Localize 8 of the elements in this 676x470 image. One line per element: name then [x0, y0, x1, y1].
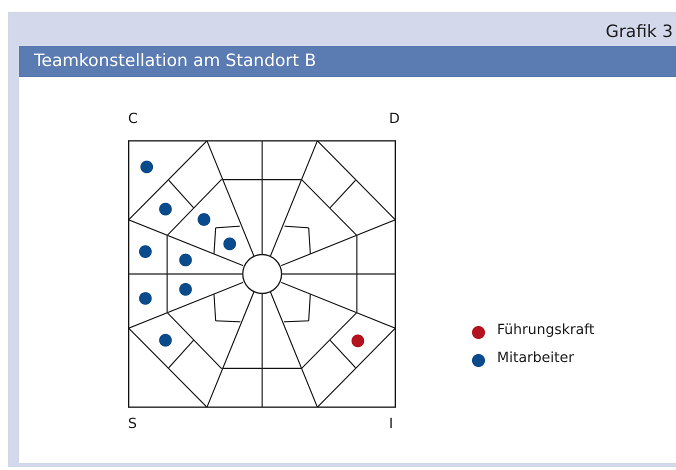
title-bar: Teamkonstellation am Standort B [19, 46, 676, 77]
corner-label: C [128, 111, 138, 127]
corner-label: S [128, 416, 137, 432]
legend-label: Mitarbeiter [497, 350, 574, 366]
legend-label: Führungskraft [497, 322, 594, 338]
corner-label: I [389, 416, 394, 432]
figure-number: Grafik 3 [606, 22, 673, 42]
corner-label: D [389, 111, 400, 127]
